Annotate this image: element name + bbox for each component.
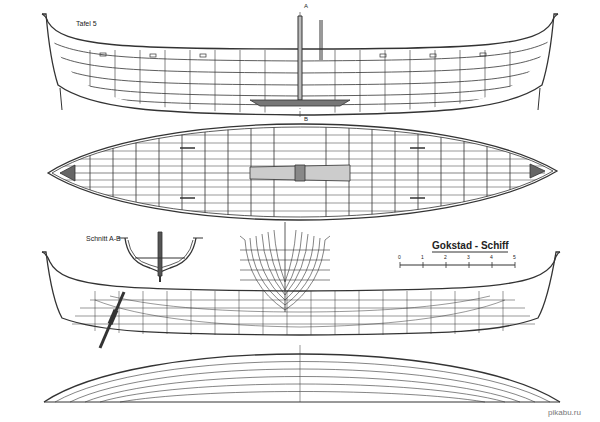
scale-number: 4 [490, 255, 493, 260]
scale-number: 1 [421, 255, 424, 260]
side-profile [42, 12, 558, 118]
plan-view [40, 110, 560, 236]
scale-number: 3 [467, 255, 470, 260]
section-mark: B [304, 116, 308, 122]
watermark: pikabu.ru [548, 409, 581, 417]
section-ab [118, 232, 203, 282]
section-mark: A [304, 3, 308, 9]
drawing-title: Gokstad - Schiff [432, 241, 509, 251]
scale-bar [400, 252, 515, 268]
scale-number: 0 [398, 255, 401, 260]
section-title: Schnitt A-B [86, 235, 121, 242]
plate-number: Tafel 5 [76, 20, 97, 27]
body-plan [240, 222, 330, 312]
scale-number: 5 [513, 255, 516, 260]
half-breadth-plan [44, 345, 560, 402]
scale-number: 2 [444, 255, 447, 260]
lines-profile [42, 252, 560, 348]
